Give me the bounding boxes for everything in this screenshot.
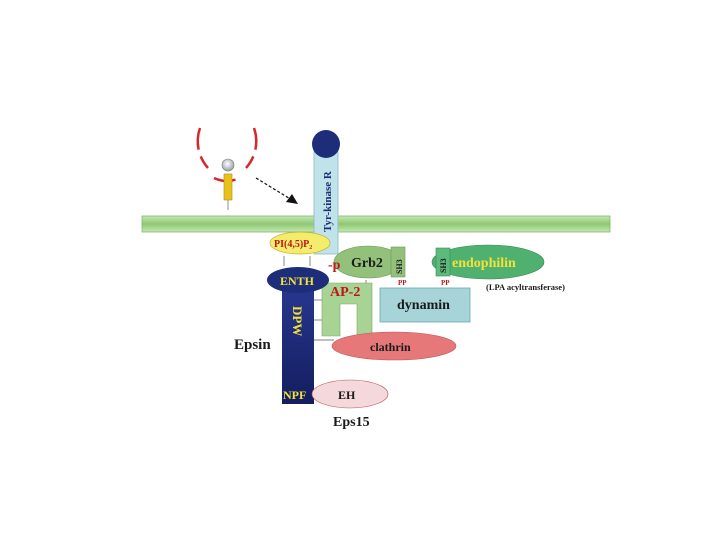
pip2-oval (269, 231, 331, 255)
vesicle-icon (196, 127, 258, 183)
binding-arrow-icon (255, 177, 293, 201)
ligand-stalk-icon (223, 173, 233, 201)
ap2-complex (321, 282, 373, 337)
endophilin-sh3-label: SH3 (439, 258, 448, 273)
dynamin-label: dynamin (397, 298, 450, 313)
endophilin-pp-label: PP (441, 279, 450, 287)
receptor-label: Tyr-kinase R (322, 170, 334, 232)
enth-label: ENTH (280, 274, 315, 288)
phospho-label: -p (328, 258, 341, 273)
grb2-sh3-domain (390, 246, 406, 278)
ap2-label: AP-2 (330, 285, 360, 300)
epsin-label: Epsin (234, 337, 271, 353)
grb2-label: Grb2 (351, 256, 383, 271)
eh-oval (311, 379, 389, 409)
plasma-membrane (141, 215, 611, 233)
enth-oval (267, 267, 329, 293)
endophilin-label: endophilin (452, 256, 516, 271)
endophilin-oval (431, 244, 545, 280)
epsin-bar (282, 272, 314, 404)
endophilin-sh3-domain (435, 247, 451, 277)
npf-label: NPF (283, 388, 306, 402)
grb2-pp-label: PP (398, 279, 407, 287)
pip2-label: PI(4,5)P₂ (274, 239, 312, 250)
dpw-label: DPW (290, 306, 305, 336)
clathrin-label: clathrin (370, 340, 411, 354)
arrowhead-icon (286, 194, 298, 204)
ligand-ball-icon (221, 158, 235, 172)
receptor-head (312, 130, 340, 158)
eps15-label: Eps15 (333, 415, 370, 430)
lpa-acyltransferase-label: (LPA acyltransferase) (486, 282, 565, 292)
clathrin-oval (331, 331, 457, 361)
dynamin-box (379, 287, 471, 323)
grb2-sh3-label: SH3 (395, 259, 404, 274)
eh-label: EH (338, 388, 356, 402)
